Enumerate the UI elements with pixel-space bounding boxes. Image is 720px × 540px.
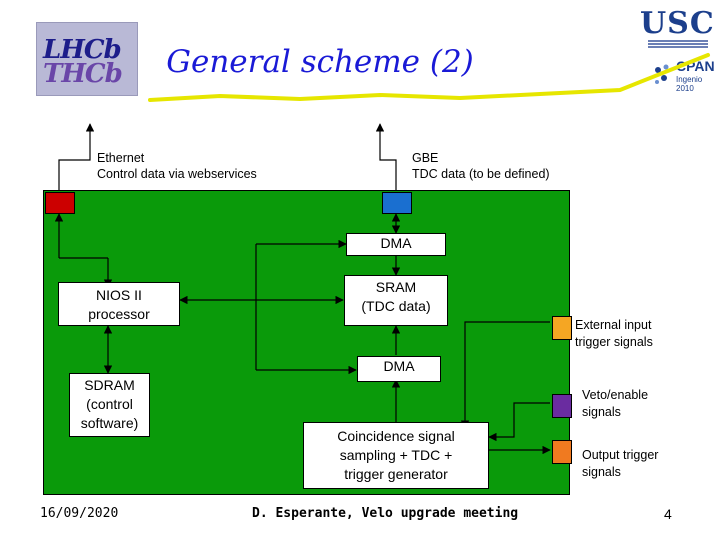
gbe-subtitle: TDC data (to be defined) — [412, 167, 550, 181]
sram-label: SRAM — [375, 279, 417, 295]
nios-label: NIOS II — [96, 287, 142, 303]
sram-block: SRAM (TDC data) — [344, 275, 448, 326]
gbe-title: GBE — [412, 151, 439, 165]
slide-title: General scheme (2) — [166, 44, 474, 80]
output-trigger-label-1: Output trigger — [582, 448, 659, 462]
sdram-sublabel-1: (control — [86, 396, 133, 412]
gbe-label: GBE TDC data (to be defined) — [412, 150, 550, 182]
sdram-block: SDRAM (control software) — [69, 373, 150, 437]
usc-logo: USC — [640, 6, 715, 41]
coincidence-block: Coincidence signal sampling + TDC + trig… — [303, 422, 489, 489]
dma-bottom-block: DMA — [357, 356, 441, 382]
dma-top-label: DMA — [380, 235, 412, 251]
footer-author: D. Esperante, Velo upgrade meeting — [252, 506, 519, 521]
ethernet-subtitle: Control data via webservices — [97, 167, 257, 181]
footer-date: 16/09/2020 — [40, 506, 119, 521]
ethernet-title: Ethernet — [97, 151, 145, 165]
output-trigger-label-2: signals — [582, 465, 621, 479]
veto-label-2: signals — [582, 405, 621, 419]
ethernet-label: Ethernet Control data via webservices — [97, 150, 257, 182]
veto-label: Veto/enable signals — [582, 387, 648, 421]
usc-logo-lines — [648, 40, 708, 52]
output-trigger-label: Output trigger signals — [582, 447, 658, 481]
coincidence-label-3: trigger generator — [344, 466, 448, 482]
dma-top-block: DMA — [346, 233, 446, 256]
sram-sublabel: (TDC data) — [361, 298, 431, 314]
external-trigger-port — [552, 316, 572, 340]
lhcb-logo-text-top: LHCb — [43, 35, 122, 65]
cpan-logo-icon — [655, 64, 669, 84]
external-trigger-label: External input trigger signals — [575, 317, 653, 351]
dma-bottom-label: DMA — [383, 358, 415, 374]
coincidence-label-1: Coincidence signal — [337, 428, 455, 444]
nios-sublabel: processor — [88, 306, 150, 322]
external-trigger-label-2: trigger signals — [575, 335, 653, 349]
veto-label-1: Veto/enable — [582, 388, 649, 402]
coincidence-label-2: sampling + TDC + — [339, 447, 453, 463]
sdram-label: SDRAM — [84, 377, 135, 393]
veto-port — [552, 394, 572, 418]
external-trigger-label-1: External input — [575, 318, 652, 332]
lhcb-logo-text-bottom: THCb — [43, 59, 123, 89]
sdram-sublabel-2: software) — [80, 415, 139, 431]
cpan-logo-subtitle: Ingenio 2010 — [676, 75, 703, 93]
output-trigger-port — [552, 440, 572, 464]
nios-block: NIOS II processor — [58, 282, 180, 326]
lhcb-logo: LHCb THCb — [36, 22, 138, 96]
page-number: 4 — [664, 506, 672, 522]
